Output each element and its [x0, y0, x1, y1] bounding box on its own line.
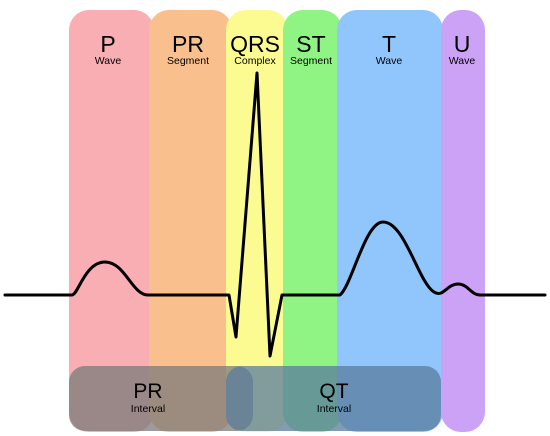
u-wave-band	[441, 10, 485, 432]
pr-interval-label: PR	[133, 380, 162, 403]
u-wave-sublabel: Wave	[449, 55, 476, 67]
p-wave-label: P	[100, 31, 115, 57]
u-wave-label: U	[454, 31, 471, 57]
qrs-complex-label: QRS	[230, 31, 280, 57]
qrs-complex-band	[226, 10, 288, 432]
t-wave-band	[337, 10, 443, 432]
qt-interval-bar	[226, 366, 441, 431]
p-wave-band	[69, 10, 154, 432]
ecg-trace	[3, 71, 547, 358]
pr-interval-bar	[69, 366, 253, 431]
segment-bands	[69, 10, 485, 432]
interval-bars: PR Interval QT Interval	[69, 366, 441, 431]
t-wave-label: T	[382, 31, 396, 57]
segment-labels: P Wave PR Segment QRS Complex ST Segment…	[95, 31, 476, 67]
pr-segment-band	[149, 10, 232, 432]
st-segment-band	[283, 10, 342, 432]
pr-interval-sublabel: Interval	[131, 403, 165, 415]
st-segment-sublabel: Segment	[290, 55, 332, 67]
qt-interval-sublabel: Interval	[317, 403, 351, 415]
t-wave-sublabel: Wave	[376, 55, 403, 67]
pr-segment-sublabel: Segment	[167, 55, 209, 67]
qt-interval-label: QT	[319, 380, 348, 403]
st-segment-label: ST	[296, 31, 325, 57]
p-wave-sublabel: Wave	[95, 55, 122, 67]
pr-segment-label: PR	[172, 31, 204, 57]
qrs-complex-sublabel: Complex	[234, 55, 276, 67]
